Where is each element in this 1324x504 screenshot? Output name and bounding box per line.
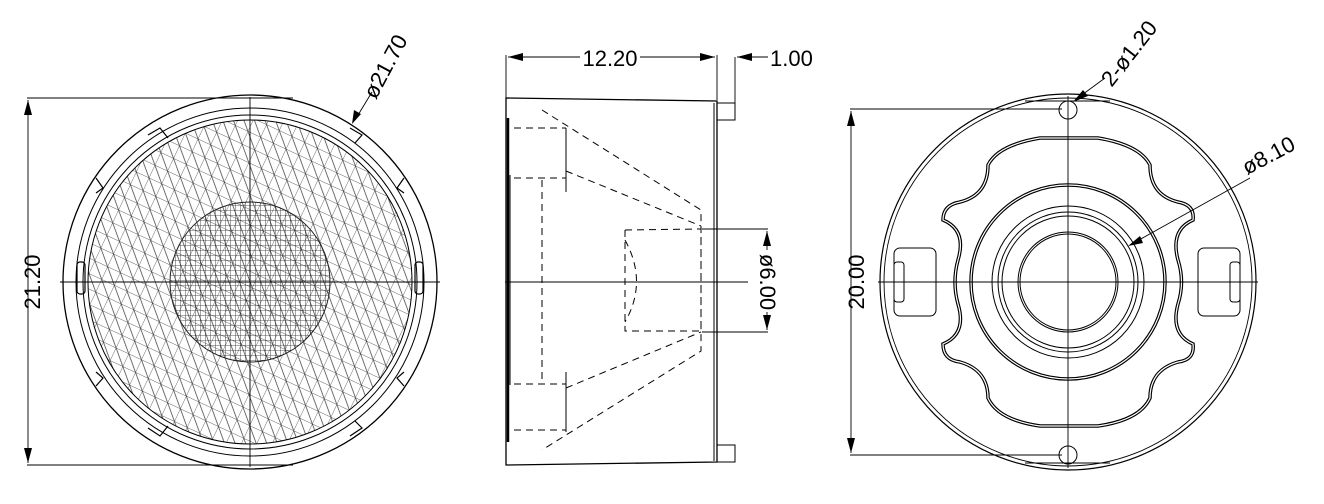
- side-view: [505, 53, 771, 466]
- front-height-dimension: 21.20: [20, 254, 45, 309]
- rear-holes-dimension: 2-ø1.20: [1096, 16, 1162, 91]
- front-view: [24, 91, 440, 470]
- rear-diameter-dimension: ø8.10: [1238, 131, 1299, 179]
- rear-view: [847, 77, 1258, 471]
- side-inner-diameter-dimension: ø6.00: [755, 254, 780, 310]
- front-diameter-dimension: ø21.70: [358, 30, 412, 102]
- side-flange-dimension: 1.00: [770, 46, 813, 71]
- rear-height-dimension: 20.00: [844, 254, 869, 309]
- side-length-dimension: 12.20: [582, 46, 637, 71]
